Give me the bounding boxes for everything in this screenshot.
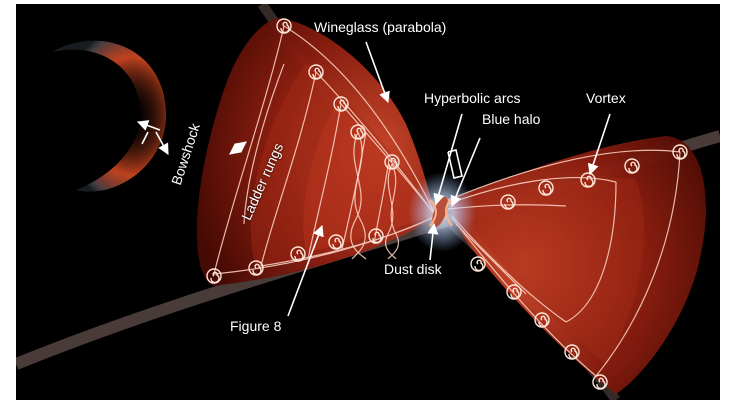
- label-blue-halo: Blue halo: [482, 111, 540, 127]
- label-wineglass: Wineglass (parabola): [314, 19, 446, 35]
- diagram-canvas: Wineglass (parabola) Hyperbolic arcs Blu…: [16, 4, 720, 400]
- label-figure-8: Figure 8: [230, 318, 281, 334]
- label-vortex: Vortex: [586, 90, 626, 106]
- label-hyperbolic-arcs: Hyperbolic arcs: [424, 90, 520, 106]
- vortex-marker: [471, 257, 485, 271]
- bowshock-shape: [52, 41, 166, 192]
- nebula-diagram: [16, 4, 720, 400]
- label-dust-disk: Dust disk: [384, 261, 442, 277]
